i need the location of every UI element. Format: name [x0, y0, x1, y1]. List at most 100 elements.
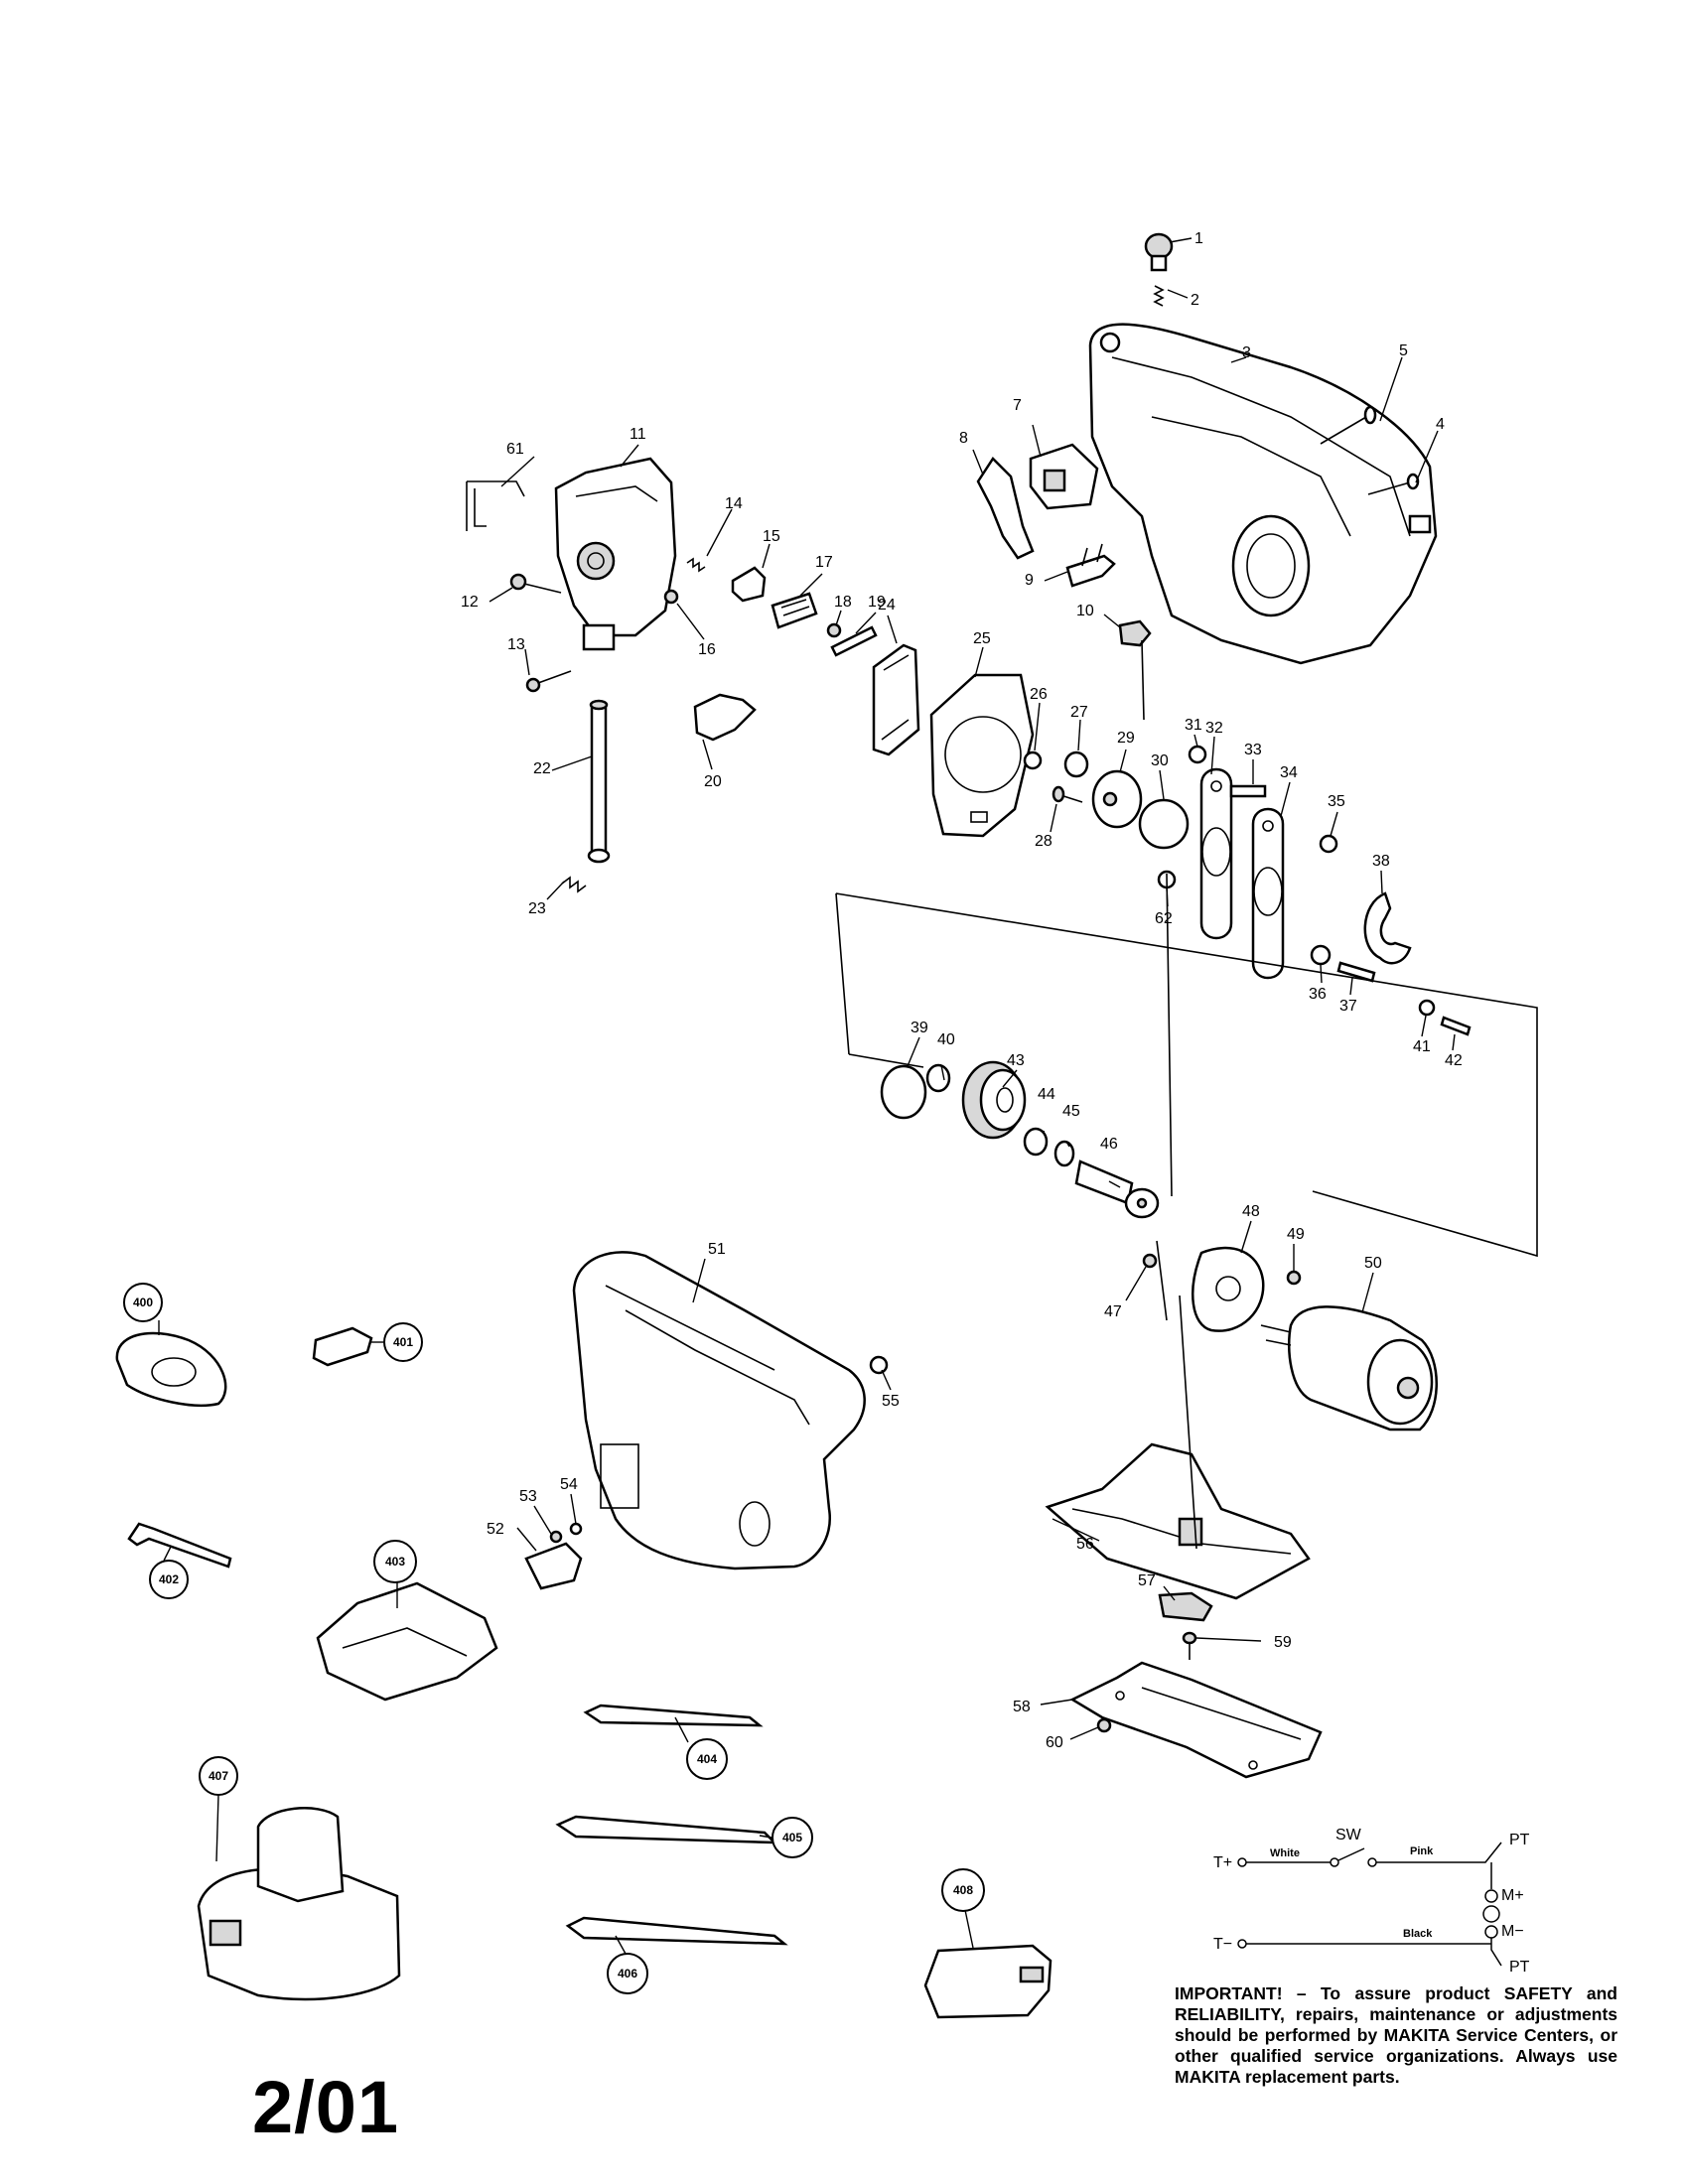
svg-text:402: 402	[159, 1572, 179, 1586]
label-part-14: 14	[725, 495, 743, 512]
part-18-screw	[826, 622, 842, 638]
label-part-36: 36	[1309, 986, 1327, 1003]
accessory-405-blade	[555, 1815, 778, 1844]
part-61-clip	[466, 480, 525, 531]
important-notice: IMPORTANT! – To assure product SAFETY an…	[1175, 1983, 1617, 2087]
part-22-shaft	[587, 699, 611, 864]
label-part-47: 47	[1104, 1303, 1122, 1320]
label-part-59: 59	[1274, 1634, 1292, 1651]
part-55-washer	[869, 1355, 889, 1375]
part-24-cover	[872, 643, 920, 756]
label-part-22: 22	[533, 760, 551, 777]
label-part-19: 19	[868, 594, 886, 611]
part-38-hook	[1363, 891, 1412, 965]
label-part-13: 13	[507, 636, 525, 653]
part-25-gasket	[929, 673, 1035, 838]
part-41-washer	[1418, 999, 1436, 1017]
part-34-plate	[1251, 807, 1285, 980]
label-part-3: 3	[1242, 344, 1251, 361]
part-8-lever	[976, 457, 1035, 560]
label-part-51: 51	[708, 1241, 726, 1258]
label-part-39: 39	[911, 1020, 928, 1036]
label-part-53: 53	[519, 1488, 537, 1505]
part-43-gear	[961, 1060, 1027, 1140]
wiring-label-m-minus: M−	[1501, 1923, 1524, 1940]
part-50-motor	[1260, 1305, 1438, 1432]
wiring-diagram: T+ White SW Pink PT M+ M− PT T− Black	[1213, 1827, 1530, 1976]
label-part-1: 1	[1194, 230, 1203, 247]
label-part-57: 57	[1138, 1572, 1156, 1589]
label-part-33: 33	[1244, 742, 1262, 758]
label-part-12: 12	[461, 594, 479, 611]
label-part-28: 28	[1035, 833, 1052, 850]
label-part-62: 62	[1155, 910, 1173, 927]
label-part-50: 50	[1364, 1255, 1382, 1272]
callout-400: 400	[123, 1283, 163, 1322]
part-1-knob	[1144, 232, 1174, 272]
part-31-washer	[1188, 745, 1207, 764]
svg-text:408: 408	[953, 1883, 973, 1897]
label-part-60: 60	[1046, 1734, 1063, 1751]
part-2-spring	[1153, 285, 1165, 307]
label-part-42: 42	[1445, 1052, 1463, 1069]
label-part-17: 17	[815, 554, 833, 571]
part-number-labels: 1 2 3 4 5 7 8 9 10 11 12 13 14 15 16 17 …	[461, 230, 1463, 1751]
part-42-pin	[1440, 1016, 1472, 1036]
part-17-plate	[771, 592, 818, 629]
part-19-strip	[830, 625, 878, 657]
callout-405: 405	[772, 1817, 813, 1858]
label-part-55: 55	[882, 1393, 900, 1410]
part-36-washer	[1310, 944, 1332, 966]
part-11-gear-housing	[554, 457, 677, 651]
part-57-block	[1158, 1591, 1213, 1622]
label-part-37: 37	[1339, 998, 1357, 1015]
part-46-shaft	[1074, 1160, 1160, 1219]
label-part-8: 8	[959, 430, 968, 447]
label-part-26: 26	[1030, 686, 1048, 703]
part-4-screw	[1367, 473, 1420, 495]
callout-408: 408	[941, 1868, 985, 1912]
part-20-guide	[693, 693, 757, 742]
assembly-frame-lines	[835, 639, 1538, 1550]
wiring-label-t-minus: T−	[1213, 1936, 1232, 1953]
motor-minus-terminal	[1484, 1925, 1498, 1939]
svg-text:407: 407	[209, 1769, 228, 1783]
part-48-motor-plate	[1192, 1246, 1265, 1332]
part-35-washer	[1319, 834, 1338, 854]
label-part-18: 18	[834, 594, 852, 611]
switch-contact-right	[1367, 1857, 1377, 1867]
label-part-32: 32	[1205, 720, 1223, 737]
label-part-43: 43	[1007, 1052, 1025, 1069]
label-part-10: 10	[1076, 603, 1094, 619]
wiring-label-m-plus: M+	[1501, 1887, 1524, 1904]
switch-blade	[1337, 1847, 1365, 1861]
accessory-400-belt-clip	[115, 1331, 227, 1408]
motor-symbol	[1482, 1905, 1500, 1923]
part-51-main-housing	[572, 1251, 866, 1570]
label-part-25: 25	[973, 630, 991, 647]
terminal-t-plus	[1237, 1857, 1247, 1867]
part-53-screw	[549, 1530, 563, 1544]
accessory-408-adapter	[923, 1944, 1052, 2019]
label-part-56: 56	[1076, 1536, 1094, 1553]
part-5-screw	[1320, 405, 1377, 445]
accessory-403-case	[316, 1581, 498, 1702]
label-part-41: 41	[1413, 1038, 1431, 1055]
accessory-callouts: 400 401 402 403 404 405 406 407	[123, 1283, 985, 1994]
callout-402: 402	[149, 1560, 189, 1599]
label-part-4: 4	[1436, 416, 1445, 433]
label-part-35: 35	[1328, 793, 1345, 810]
part-30-ring	[1138, 798, 1190, 850]
label-part-49: 49	[1287, 1226, 1305, 1243]
accessory-407-battery	[197, 1807, 401, 2001]
part-47-screw	[1142, 1253, 1158, 1269]
svg-text:406: 406	[618, 1967, 637, 1980]
label-part-31: 31	[1185, 717, 1202, 734]
part-15-clamp	[731, 566, 767, 603]
label-part-16: 16	[698, 641, 716, 658]
part-44-bearing	[1023, 1127, 1049, 1157]
part-45-washer	[1053, 1140, 1075, 1167]
accessory-404-blade	[583, 1704, 764, 1727]
callout-404: 404	[686, 1738, 728, 1780]
